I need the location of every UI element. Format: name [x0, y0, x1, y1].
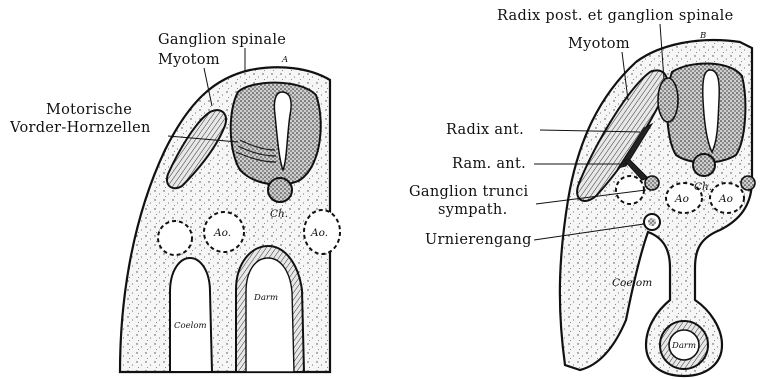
right-label-ram-ant: Ram. ant. [452, 156, 526, 172]
left-gut-lumen [246, 258, 294, 372]
right-label-myotom: Myotom [568, 36, 630, 52]
left-label-darm: Darm [253, 293, 278, 303]
left-label-ao-right: Ao. [310, 227, 328, 239]
left-label-coelom: Coelom [174, 321, 207, 331]
left-label-myotom: Myotom [158, 52, 220, 68]
right-label-radix-post: Radix post. et ganglion spinale [497, 8, 733, 24]
left-label-ganglion-spinale: Ganglion spinale [158, 32, 286, 48]
left-label-motorische-2: Vorder-Hornzellen [9, 120, 151, 136]
right-label-ao-right: Ao [718, 193, 733, 205]
right-label-ganglion-trunci-1: Ganglion trunci [409, 184, 529, 200]
right-vessel [616, 176, 644, 204]
right-urnierengang-core [648, 218, 656, 226]
right-label-radix-ant: Radix ant. [446, 122, 524, 138]
right-sympathetic-ganglion-left [645, 176, 659, 190]
left-vessel [158, 221, 192, 255]
left-label-ao-left: Ao. [213, 227, 231, 239]
right-spinal-ganglion [658, 78, 678, 122]
left-label-ch: Ch. [270, 208, 288, 220]
left-section-drawing [120, 67, 340, 372]
left-coelom [170, 258, 212, 372]
left-label-a: A [281, 55, 288, 65]
right-label-ch: Ch. [694, 181, 712, 193]
right-label-ganglion-trunci-2: sympath. [438, 202, 507, 218]
right-section-drawing [560, 40, 755, 376]
right-sympathetic-ganglion-right [741, 176, 755, 190]
right-chorda [693, 154, 715, 176]
left-chorda [268, 178, 292, 202]
right-label-urnierengang: Urnierengang [425, 232, 532, 248]
right-label-b: B [699, 31, 706, 41]
left-label-motorische-1: Motorische [46, 102, 132, 118]
right-label-coelom: Coelom [612, 277, 652, 289]
right-label-darm: Darm [671, 341, 696, 351]
right-label-ao-left: Ao [674, 193, 689, 205]
